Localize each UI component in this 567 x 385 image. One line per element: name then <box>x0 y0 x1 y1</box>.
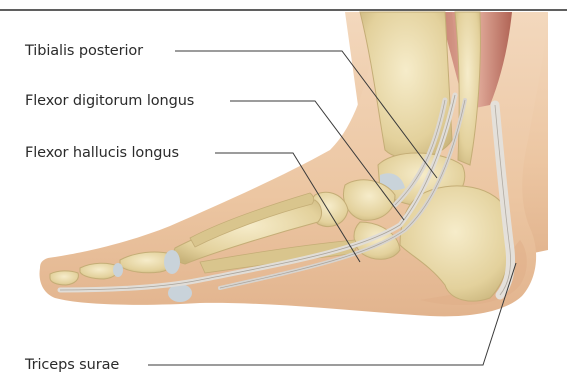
label-tibialis-posterior: Tibialis posterior <box>25 42 143 60</box>
label-flexor-hallucis-longus: Flexor hallucis longus <box>25 144 179 162</box>
label-flexor-digitorum-longus: Flexor digitorum longus <box>25 92 194 110</box>
distal-phalanx <box>50 271 78 285</box>
pip-joint <box>113 263 123 277</box>
middle-phalanx <box>80 263 118 279</box>
mtp-joint <box>164 250 180 274</box>
label-triceps-surae: Triceps surae <box>25 356 119 374</box>
